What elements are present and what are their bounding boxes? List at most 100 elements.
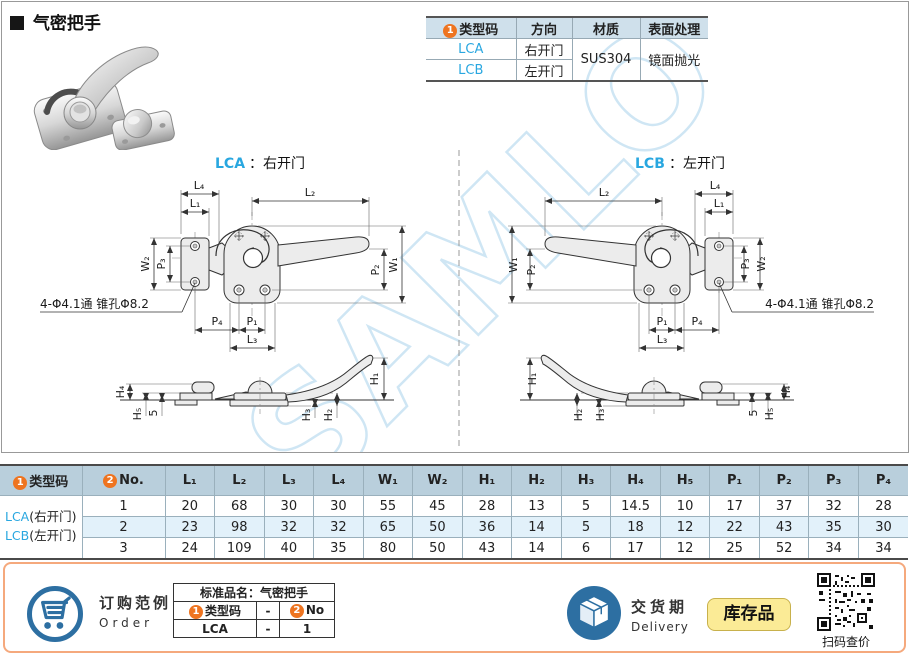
value-cell: 20 <box>164 495 216 517</box>
lcb-caption-code: LCB <box>635 156 665 172</box>
spec-material-value: SUS304 <box>571 38 641 82</box>
col-header-P1: P₁ <box>709 464 760 496</box>
cart-icon <box>27 586 83 642</box>
dim-label-H3: H₃ <box>594 409 607 422</box>
dim-label-L4: L₄ <box>194 179 205 192</box>
value-cell: 50 <box>412 516 463 538</box>
value-cell: 32 <box>808 495 859 517</box>
order-example-no: 1 <box>279 619 335 638</box>
dim-label-H5: H₅ <box>131 408 144 421</box>
dim-label-L3: L₃ <box>247 333 258 346</box>
spec-row-lcb: LCB 左开门 <box>426 59 708 82</box>
type-code-lcb[interactable]: LCB <box>4 528 30 543</box>
value-cell: 98 <box>214 516 265 538</box>
dim-label-P3: P₃ <box>155 258 168 269</box>
value-cell: 68 <box>214 495 265 517</box>
handle-boss-top <box>73 104 87 114</box>
value-cell: 14.5 <box>610 495 661 517</box>
value-cell: 23 <box>164 516 216 538</box>
col-header-H2: H₂ <box>511 464 562 496</box>
lca-dim-labels: L₄ L₁ L₂ W₂ P₃ P₂ W₁ P₄ P₁ L₃ 4-Φ4.1通 锥孔… <box>40 179 400 421</box>
lca-caption-label: ：右开门 <box>249 156 305 172</box>
spec-code-lca[interactable]: LCA <box>426 38 517 60</box>
dim-label-P1: P₁ <box>656 315 667 328</box>
dim-label-H5: H₅ <box>763 408 776 421</box>
dim-label-P3: P₃ <box>739 258 752 269</box>
handle-lever <box>72 46 159 111</box>
value-cell: 32 <box>313 516 364 538</box>
col-header-L1: L₁ <box>164 464 216 496</box>
lcb-caption-label: ：左开门 <box>669 156 725 172</box>
value-cell: 109 <box>214 537 265 560</box>
order-example-dash: - <box>256 619 280 638</box>
dim-label-W1: W₁ <box>507 257 520 272</box>
keeper-piece <box>111 109 175 150</box>
value-cell: 14 <box>511 537 562 560</box>
col-header-L4: L₄ <box>313 464 364 496</box>
handle-cam-slot <box>44 88 84 115</box>
type-code-cell: LCA(右开门) LCB(左开门) <box>0 495 83 560</box>
spec-code-lcb[interactable]: LCB <box>426 59 517 82</box>
value-cell: 52 <box>758 537 810 560</box>
value-cell: 45 <box>412 495 463 517</box>
value-cell: 17 <box>709 495 760 517</box>
dim-label-L3: L₃ <box>657 333 668 346</box>
no-cell[interactable]: 3 <box>82 537 166 560</box>
dim-label-W1: W₁ <box>387 257 400 272</box>
dim-label-W2: W₂ <box>755 256 768 271</box>
value-cell: 37 <box>758 495 810 517</box>
lcb-drawing: L₄ L₁ L₂ W₂ P₃ P₂ W₁ P₄ P₁ L₃ 4-Φ4.1通 锥孔… <box>507 179 874 421</box>
value-cell: 5 <box>560 516 612 538</box>
delivery-label-cn: 交货期 <box>631 598 689 616</box>
dim-label-H1: H₁ <box>368 373 381 386</box>
product-image <box>33 46 175 150</box>
value-cell: 22 <box>709 516 760 538</box>
type-code-lca[interactable]: LCA <box>4 509 30 525</box>
dim-label-L1: L₁ <box>714 197 725 210</box>
value-cell: 35 <box>313 537 364 560</box>
order-label: 订购范例 Order <box>99 592 171 630</box>
value-cell: 80 <box>362 537 414 560</box>
value-cell: 35 <box>808 516 859 538</box>
col-header-P4: P₄ <box>857 464 908 496</box>
spec-header-material: 材质 <box>571 16 641 39</box>
dim-label-P1: P₁ <box>246 315 257 328</box>
hole-note-lca: 4-Φ4.1通 锥孔Φ8.2 <box>40 297 149 311</box>
dim-label-5: 5 <box>147 410 160 417</box>
value-cell: 28 <box>461 495 513 517</box>
qr-code <box>817 573 875 631</box>
col-header-P2: P₂ <box>758 464 810 496</box>
spec-row-lca: LCA 右开门 SUS304 镜面抛光 <box>426 38 708 82</box>
col-header-W2: W₂ <box>412 464 463 496</box>
col-header-L2: L₂ <box>214 464 265 496</box>
badge-1-icon: 1 <box>13 476 28 490</box>
title-square-icon <box>10 16 24 30</box>
value-cell: 50 <box>412 537 463 560</box>
no-cell[interactable]: 1 <box>81 495 166 517</box>
value-cell: 17 <box>610 537 661 560</box>
value-cell: 36 <box>461 516 513 538</box>
lca-caption-code: LCA <box>215 156 245 172</box>
technical-drawings: LCA ：右开门 LCB ：左开门 <box>40 150 910 450</box>
value-cell: 6 <box>560 537 612 560</box>
value-cell: 24 <box>164 537 216 560</box>
dim-label-H2: H₂ <box>322 409 335 422</box>
delivery-label: 交货期 Delivery <box>631 596 689 634</box>
dim-label-P2: P₂ <box>369 264 382 275</box>
col-header-H4: H₄ <box>610 464 661 496</box>
dim-label-L1: L₁ <box>190 197 201 210</box>
dim-label-L2: L₂ <box>305 186 316 199</box>
table-row: 2 23 98 32 32 65 50 36 14 5 18 12 22 43 … <box>0 516 908 538</box>
value-cell: 43 <box>461 537 513 560</box>
no-cell[interactable]: 2 <box>82 516 166 538</box>
value-cell: 32 <box>263 516 315 538</box>
delivery-icon <box>567 586 621 640</box>
